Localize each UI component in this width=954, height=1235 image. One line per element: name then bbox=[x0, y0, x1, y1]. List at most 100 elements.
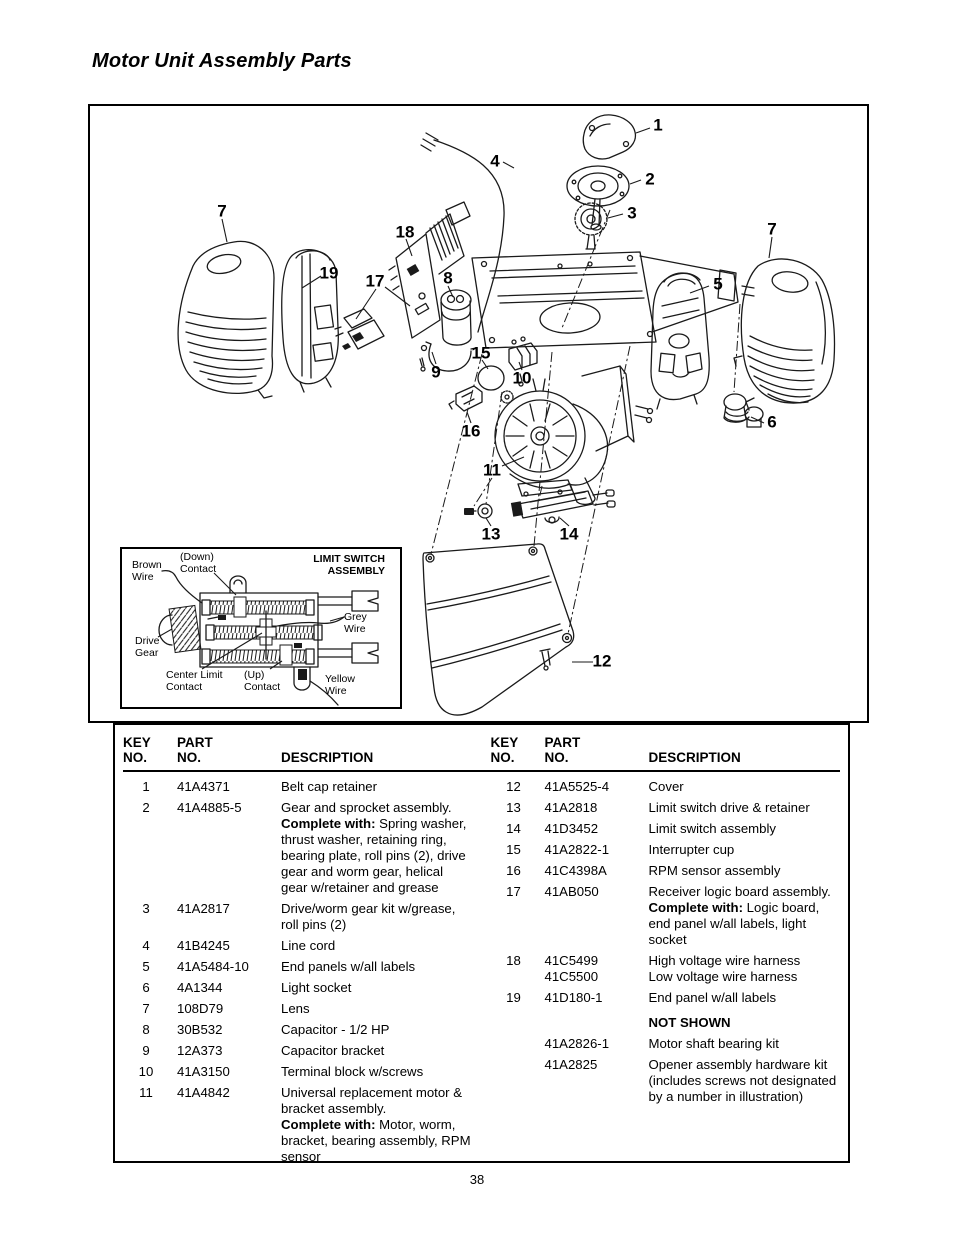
callout-12: 12 bbox=[592, 651, 612, 671]
end-panel-right-art bbox=[650, 272, 710, 410]
part-no-cell: 41AB050 bbox=[544, 884, 599, 899]
key-no-cell: 12 bbox=[506, 779, 521, 794]
part-no-cell: 30B532 bbox=[177, 1022, 223, 1037]
drive-gear-inset-art bbox=[158, 604, 202, 654]
key-no-cell: 10 bbox=[138, 1064, 154, 1079]
light-socket-art bbox=[723, 393, 764, 428]
part-no-cell: 41A4885-5 bbox=[177, 800, 242, 815]
limit-switch-inset-art bbox=[157, 569, 379, 706]
part-no-cell: 41A4371 bbox=[177, 779, 230, 794]
page-title: Motor Unit Assembly Parts bbox=[92, 50, 352, 72]
rpm-sensor-art bbox=[448, 385, 483, 412]
motor-art bbox=[494, 365, 654, 506]
key-no-cell: 2 bbox=[142, 800, 150, 815]
key-no-cell: 6 bbox=[142, 980, 150, 995]
description-cell: End panels w/all labels bbox=[281, 959, 416, 974]
key-no-cell: 9 bbox=[142, 1043, 150, 1058]
contacts-art bbox=[207, 596, 302, 666]
switch-blocks-art bbox=[334, 308, 385, 350]
callout-18: 18 bbox=[395, 222, 415, 242]
callout-4: 4 bbox=[490, 151, 500, 171]
table-row: NOT SHOWN bbox=[491, 1015, 841, 1031]
description-cell: Capacitor - 1/2 HP bbox=[281, 1022, 390, 1037]
callout-13: 13 bbox=[481, 524, 501, 544]
part-no-cell: 12A373 bbox=[177, 1043, 223, 1058]
callout-7: 7 bbox=[767, 219, 777, 239]
wires-art bbox=[161, 569, 379, 706]
column-header-desc: DESCRIPTION bbox=[648, 750, 741, 765]
description-cell: Belt cap retainer bbox=[281, 779, 378, 794]
callout-11: 11 bbox=[483, 460, 501, 480]
key-no-cell: 1 bbox=[142, 779, 150, 794]
description-cell: Capacitor bracket bbox=[281, 1043, 385, 1058]
part-no-cell: 41A2818 bbox=[544, 800, 598, 815]
description-cell: Universal replacement motor & bracket as… bbox=[281, 1085, 471, 1164]
callout-14: 14 bbox=[559, 524, 579, 544]
limit-switch-assembly-title: LIMIT SWITCH ASSEMBLY bbox=[313, 553, 385, 577]
inset-leader-lines bbox=[157, 572, 345, 670]
callout-1: 1 bbox=[653, 115, 663, 135]
part-no-cell: 41C4398A bbox=[544, 863, 607, 878]
capacitor-art bbox=[440, 289, 472, 346]
key-no-cell bbox=[491, 1015, 537, 1031]
cover-art bbox=[422, 543, 575, 716]
description-cell: RPM sensor assembly bbox=[648, 863, 781, 878]
description-cell: Limit switch assembly bbox=[648, 821, 777, 836]
table-row: 1 41A4371 Belt cap retainer bbox=[123, 779, 473, 795]
limit-switch-assembly-art bbox=[510, 489, 616, 524]
callout-3: 3 bbox=[627, 203, 637, 223]
callout-10: 10 bbox=[512, 368, 532, 388]
key-no-cell: 11 bbox=[139, 1085, 153, 1100]
key-no-cell: 18 bbox=[506, 953, 521, 968]
column-header-desc: DESCRIPTION bbox=[281, 750, 374, 765]
part-no-cell: 41D3452 bbox=[544, 821, 599, 836]
description-cell: Opener assembly hardware kit (includes s… bbox=[648, 1057, 837, 1104]
drive-gear-art bbox=[574, 202, 608, 250]
callout-2: 2 bbox=[645, 169, 655, 189]
description-cell: Light socket bbox=[281, 980, 352, 995]
end-panel-left-art bbox=[281, 249, 339, 393]
center-limit-contact-label: Center Limit Contact bbox=[166, 669, 223, 693]
yellow-wire-label: Yellow Wire bbox=[325, 673, 355, 697]
key-no-cell: 13 bbox=[506, 800, 521, 815]
column-header-part: PART NO. bbox=[544, 735, 581, 765]
key-no-cell: 19 bbox=[506, 990, 521, 1005]
description-cell: Drive/worm gear kit w/grease, roll pins … bbox=[281, 901, 456, 932]
part-no-cell: 41A3150 bbox=[177, 1064, 230, 1079]
description-cell: Receiver logic board assembly.Complete w… bbox=[648, 884, 831, 947]
diagram-art bbox=[177, 114, 836, 716]
key-no-cell: 4 bbox=[142, 938, 150, 953]
down-contact-label: (Down) Contact bbox=[180, 551, 217, 575]
page-number: 38 bbox=[469, 1172, 485, 1187]
description-cell: Cover bbox=[648, 779, 684, 794]
callout-19: 19 bbox=[319, 263, 339, 283]
column-header-part: PART NO. bbox=[177, 735, 213, 765]
callout-8: 8 bbox=[443, 268, 453, 288]
description-cell: Terminal block w/screws bbox=[281, 1064, 424, 1079]
description-cell: Interrupter cup bbox=[648, 842, 735, 857]
callout-6: 6 bbox=[767, 412, 777, 432]
column-header-key: KEY NO. bbox=[490, 735, 519, 765]
key-no-cell bbox=[491, 1057, 537, 1105]
part-no-cell: 41A2822-1 bbox=[544, 842, 610, 857]
capacitor-bracket-art bbox=[419, 341, 477, 372]
